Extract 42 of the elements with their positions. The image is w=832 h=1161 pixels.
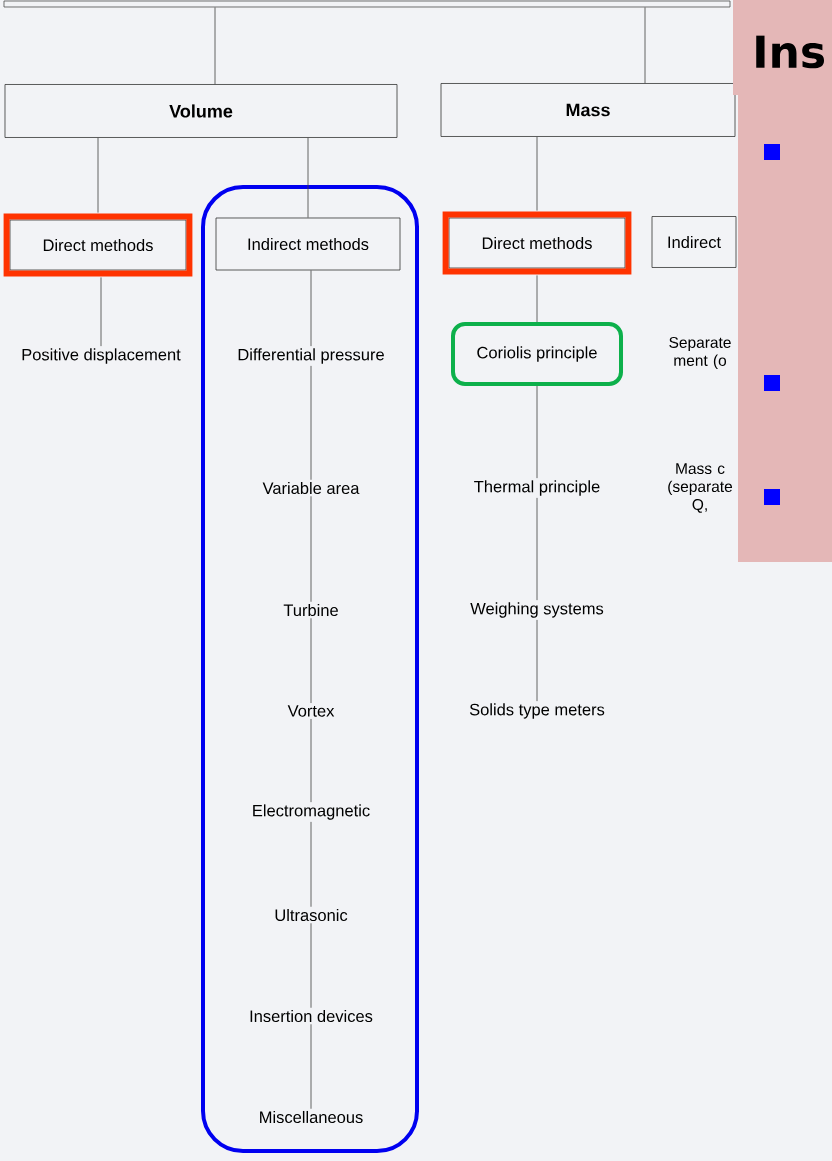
- connector-line: [536, 619, 538, 702]
- method-label: Weighing systems: [470, 602, 604, 618]
- connector-line: [307, 137, 309, 218]
- connector-line: [536, 136, 538, 211]
- connector-line: [310, 495, 312, 603]
- method-box: Direct methods: [442, 211, 632, 275]
- method-label: Vortex: [287, 705, 335, 717]
- method-label: Separate ment (o: [669, 337, 731, 369]
- connector-line: [214, 7, 216, 85]
- connector-line: [536, 385, 538, 479]
- connector-line: [310, 1023, 312, 1110]
- connector-line: [100, 277, 102, 347]
- chart-top-box: [3, 0, 731, 8]
- method-label: Solids type meters: [469, 703, 605, 719]
- method-label: Positive displacement: [22, 348, 181, 364]
- method-label: Ultrasonic: [275, 908, 348, 922]
- method-label: Coriolis principle: [451, 322, 623, 386]
- connector-line: [310, 821, 312, 908]
- slide-title: Ins: [756, 35, 824, 69]
- method-label: Insertion devices: [250, 1009, 373, 1023]
- connector-line: [97, 137, 99, 213]
- connector-line: [644, 7, 646, 84]
- connector-line: [310, 270, 312, 347]
- method-box: Indirect: [651, 216, 737, 268]
- method-box: Direct methods: [3, 213, 193, 277]
- category-box: Volume: [4, 84, 398, 138]
- method-label: Turbine: [283, 603, 338, 617]
- method-label: Electromagnetic: [253, 804, 370, 820]
- method-label: Miscellaneous: [260, 1110, 363, 1124]
- method-label: Differential pressure: [238, 348, 384, 364]
- connector-line: [310, 365, 312, 481]
- category-box: Mass: [440, 83, 736, 137]
- connector-line: [536, 275, 538, 323]
- method-box: Indirect methods: [215, 217, 401, 271]
- method-label: Mass c (separate Q,: [668, 463, 733, 513]
- method-label: Variable area: [262, 481, 360, 495]
- method-label: Thermal principle: [474, 480, 600, 496]
- connector-line: [310, 617, 312, 704]
- connector-line: [310, 718, 312, 803]
- highlight-frame: [201, 185, 419, 1153]
- connector-line: [310, 922, 312, 1009]
- connector-line: [536, 497, 538, 601]
